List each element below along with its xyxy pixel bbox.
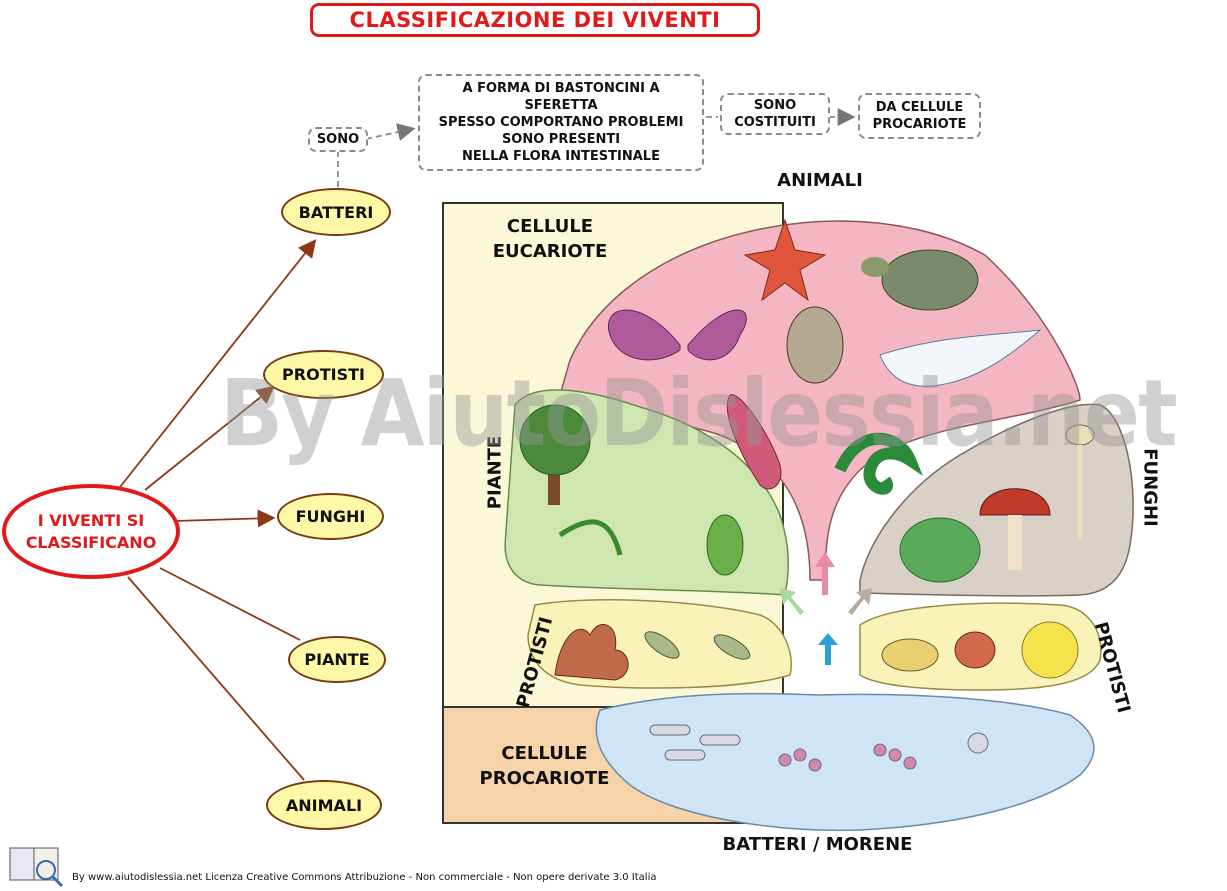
category-animali-label: ANIMALI	[285, 795, 363, 815]
butterfly-illustration	[608, 309, 747, 361]
footer-license: By www.aiutodislessia.net Licenza Creati…	[72, 872, 657, 883]
animals-region	[559, 220, 1081, 581]
label-cellule-eucariote: CELLULE EUCARIOTE	[492, 216, 608, 262]
turtle-illustration	[861, 249, 979, 311]
category-animali: ANIMALI	[266, 780, 382, 830]
label-batteri-morene: BATTERI / MORENE	[722, 834, 913, 855]
page-title-text: CLASSIFICAZIONE DEI VIVENTI	[349, 8, 721, 32]
sono-box: SONO	[308, 127, 368, 152]
arrow-left-green	[780, 588, 804, 615]
arrow-to-protisti	[144, 385, 275, 491]
snake-illustration	[834, 432, 923, 495]
arrow-to-batteri	[119, 239, 317, 488]
starfish-illustration	[743, 218, 827, 302]
label-animali: ANIMALI	[777, 170, 863, 191]
dash-sono-desc	[365, 123, 416, 141]
category-funghi-label: FUNGHI	[295, 507, 366, 526]
category-piante-label: PIANTE	[304, 650, 370, 669]
page-title: CLASSIFICAZIONE DEI VIVENTI	[310, 3, 760, 37]
category-protisti-label: PROTISTI	[282, 365, 365, 384]
moss-illustration	[899, 517, 981, 583]
bacteria-description-box: A FORMA DI BASTONCINI A SFERETTA SPESSO …	[418, 74, 704, 171]
arrow-right-grey	[848, 588, 872, 615]
line-to-piante	[159, 567, 301, 641]
arrow-to-funghi	[174, 509, 276, 528]
beetle-illustration	[786, 306, 844, 384]
right-protists-illustration	[881, 621, 1079, 679]
book-logo-icon	[9, 847, 64, 888]
squid-illustration	[726, 394, 782, 490]
central-node: I VIVENTI SI CLASSIFICANO	[2, 484, 180, 579]
da-cellule-procariote-box: DA CELLULE PROCARIOTE	[858, 93, 981, 139]
small-mushrooms-illustration	[1065, 424, 1095, 540]
seagull-illustration	[879, 329, 1042, 387]
arrows-to-categories	[119, 239, 317, 781]
euglena-illustration	[644, 631, 751, 660]
cactus-illustration	[706, 514, 744, 576]
label-cellule-procariote: CELLULE PROCARIOTE	[479, 743, 610, 789]
category-piante: PIANTE	[288, 636, 386, 683]
bacteria-region	[595, 692, 1095, 832]
category-batteri-label: BATTERI	[298, 202, 374, 222]
arrow-up-pink	[815, 552, 835, 595]
category-batteri: BATTERI	[281, 188, 391, 236]
fern-illustration	[558, 519, 623, 556]
category-funghi: FUNGHI	[277, 493, 384, 540]
watermark: By AiutoDislessia.net	[220, 360, 1178, 467]
bacteria-shapes-illustration	[649, 724, 989, 772]
coral-protist-illustration	[554, 623, 629, 681]
tree-of-life-illustration	[442, 202, 1134, 832]
line-to-animali	[127, 576, 305, 781]
arrow-up-blue	[818, 633, 838, 665]
tree-illustration	[519, 404, 591, 505]
sono-costituiti-box: SONO COSTITUITI	[720, 93, 830, 135]
mushroom-illustration	[979, 488, 1051, 570]
category-protisti: PROTISTI	[263, 350, 384, 399]
